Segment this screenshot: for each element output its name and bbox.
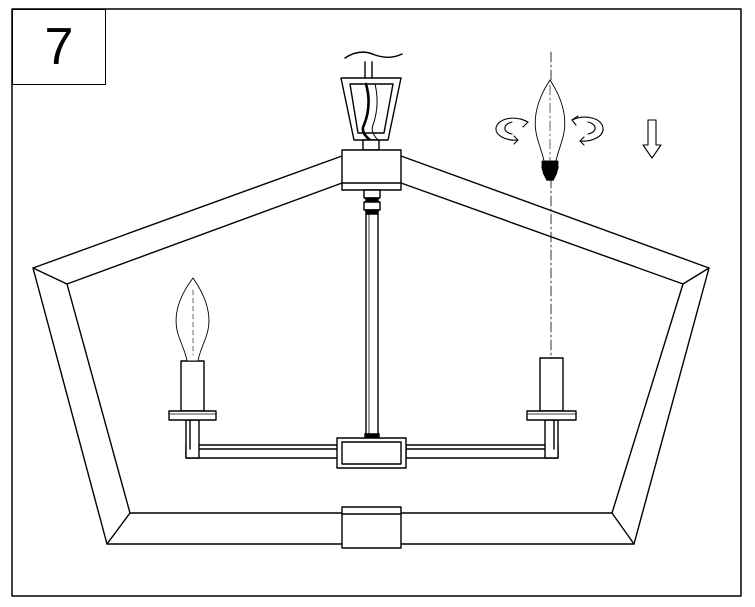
arrow-down-icon — [642, 119, 662, 159]
step-number-box: 7 — [12, 9, 106, 85]
central-rod — [363, 189, 381, 439]
top-hub — [341, 149, 402, 191]
left-bulb — [175, 277, 210, 362]
page-frame — [11, 8, 742, 597]
step-number: 7 — [44, 18, 74, 76]
right-candle-socket — [526, 357, 577, 421]
center-hub — [336, 437, 407, 469]
rotate-arrows-icon — [495, 115, 604, 146]
candle-bulb-icon — [534, 51, 566, 359]
canopy — [340, 51, 403, 151]
bottom-connector — [341, 506, 402, 549]
